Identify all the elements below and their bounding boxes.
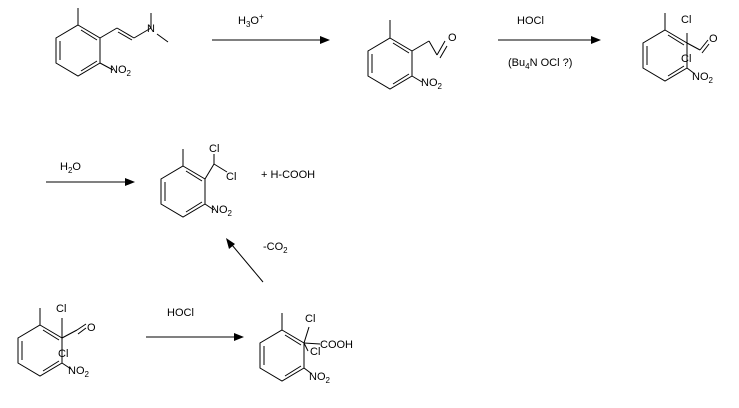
arrow-oxidation: HOCl [146, 307, 244, 341]
molecule-enamine: N NO2 [55, 8, 169, 78]
reagent-bu4nocl: (Bu4N OCl ?) [508, 57, 572, 71]
reagent-h2o: H2O [60, 161, 81, 175]
molecule-dichloroacid: Cl Cl COOH NO2 [259, 313, 353, 385]
arrow-decarboxylation: -CO2 [226, 238, 288, 283]
aldehyde-o-label: O [87, 322, 96, 334]
chlorine-label: Cl [56, 303, 66, 315]
nitro-label: NO2 [68, 365, 90, 379]
chlorine-label: Cl [209, 143, 219, 155]
reagent-minus-co2: -CO2 [263, 241, 288, 255]
reagent-hocl: HOCl [517, 15, 544, 27]
molecule-aldehyde: O NO2 [367, 20, 457, 91]
byproduct-formic-acid: + H-COOH [261, 169, 315, 181]
chlorine-label: Cl [681, 14, 691, 26]
molecule-dichloroaldehyde-top: Cl Cl O NO2 [642, 13, 718, 85]
chlorine-label: Cl [58, 348, 68, 360]
arrow-hydrolysis: H3O+ [212, 12, 330, 44]
chlorine-label: Cl [305, 313, 315, 325]
nitro-label: NO2 [692, 71, 714, 85]
nitro-label: NO2 [110, 64, 132, 78]
amine-n-label: N [147, 23, 155, 35]
carboxylic-label: COOH [320, 339, 353, 351]
reagent-hocl-2: HOCl [167, 307, 194, 319]
molecule-dichloromethyl: Cl Cl NO2 [160, 143, 236, 218]
chlorine-label: Cl [226, 171, 236, 183]
chlorine-label: Cl [681, 53, 691, 65]
nitro-label: NO2 [421, 77, 443, 91]
reagent-h3o: H3O+ [238, 12, 264, 29]
molecule-dichloroaldehyde-bottom: Cl Cl O NO2 [17, 303, 96, 379]
nitro-label: NO2 [211, 204, 233, 218]
chlorine-label: Cl [310, 346, 320, 358]
aldehyde-o-label: O [709, 33, 718, 45]
arrow-chlorination-1: HOCl (Bu4N OCl ?) [498, 15, 601, 71]
nitro-label: NO2 [309, 371, 331, 385]
arrow-hydrolysis-water: H2O [46, 161, 135, 186]
aldehyde-o-label: O [448, 32, 457, 44]
